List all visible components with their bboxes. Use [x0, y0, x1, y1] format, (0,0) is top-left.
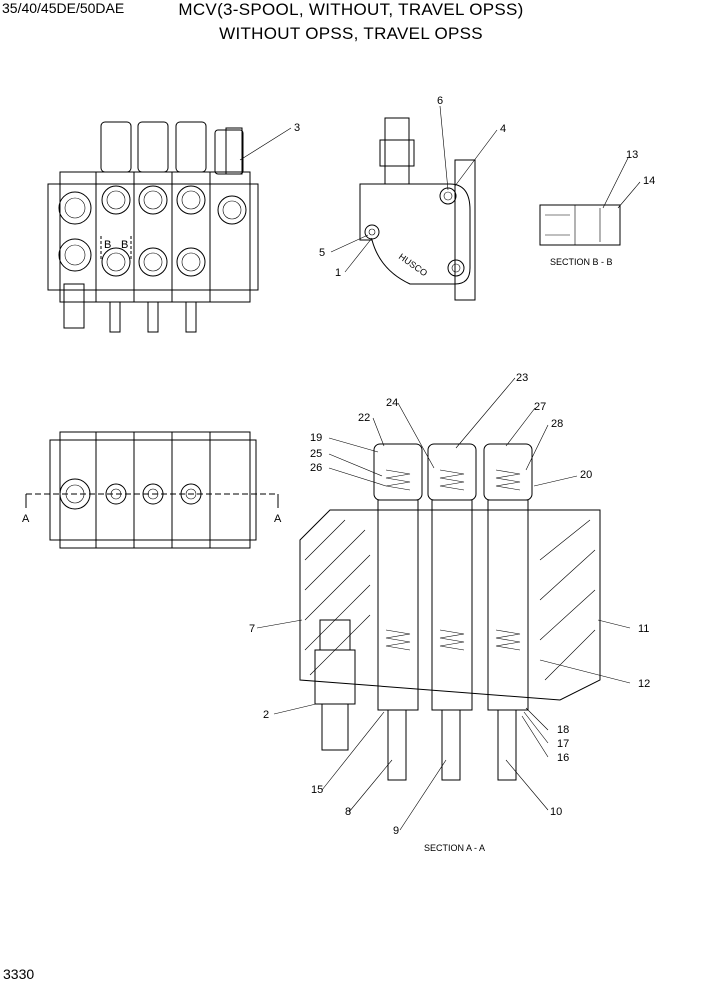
- callout-6: 6: [437, 95, 443, 107]
- callout-7: 7: [249, 623, 255, 635]
- leader-lines: [239, 105, 641, 831]
- svg-text:HUSCO: HUSCO: [397, 251, 429, 278]
- callout-3: 3: [294, 122, 300, 134]
- callout-15: 15: [311, 784, 323, 796]
- title-line-1: MCV(3-SPOOL, WITHOUT, TRAVEL OPSS): [178, 0, 524, 19]
- section-b-b-view: SECTION B - B: [539, 204, 621, 267]
- callout-2: 2: [263, 709, 269, 721]
- callout-14: 14: [643, 175, 655, 187]
- callout-28: 28: [551, 418, 563, 430]
- callout-9: 9: [393, 825, 399, 837]
- callout-11: 11: [638, 623, 649, 635]
- callout-1: 1: [335, 267, 341, 279]
- callout-16: 16: [557, 752, 569, 764]
- section-b-marker-right: B: [121, 239, 128, 251]
- valve-side-view: HUSCO: [359, 117, 476, 301]
- callout-19: 19: [310, 432, 322, 444]
- title-line-2: WITHOUT OPSS, TRAVEL OPSS: [219, 24, 483, 43]
- valve-top-view: A A: [22, 431, 282, 549]
- callout-20: 20: [580, 469, 592, 481]
- page-number: 3330: [3, 966, 35, 982]
- callout-24: 25: [310, 448, 322, 460]
- callout-25: 24: [386, 397, 398, 409]
- callout-17: 17: [557, 738, 569, 750]
- callout-27: 27: [534, 401, 546, 413]
- model-number: 35/40/45DE/50DAE: [2, 0, 125, 16]
- callout-26: 26: [310, 462, 322, 474]
- callout-4: 4: [500, 123, 506, 135]
- callout-13: 13: [626, 149, 638, 161]
- section-a-a-caption: SECTION A - A: [424, 843, 485, 853]
- callout-5: 5: [319, 247, 325, 259]
- callout-8: 8: [345, 806, 351, 818]
- valve-front-view: B B: [47, 121, 259, 333]
- callout-10: 10: [550, 806, 562, 818]
- callout-labels: 3 6 4 5 1 13 14 23 24 22 19 25 26 27 28 …: [249, 95, 655, 837]
- callout-18: 18: [557, 724, 569, 736]
- callout-12: 12: [638, 678, 650, 690]
- callout-22: 22: [358, 412, 370, 424]
- section-a-a-view: SECTION A - A: [299, 443, 601, 853]
- section-b-marker-left: B: [104, 239, 111, 251]
- section-a-marker-right: A: [274, 513, 282, 525]
- callout-23: 23: [516, 372, 528, 384]
- section-b-b-caption: SECTION B - B: [550, 257, 613, 267]
- section-a-marker-left: A: [22, 513, 30, 525]
